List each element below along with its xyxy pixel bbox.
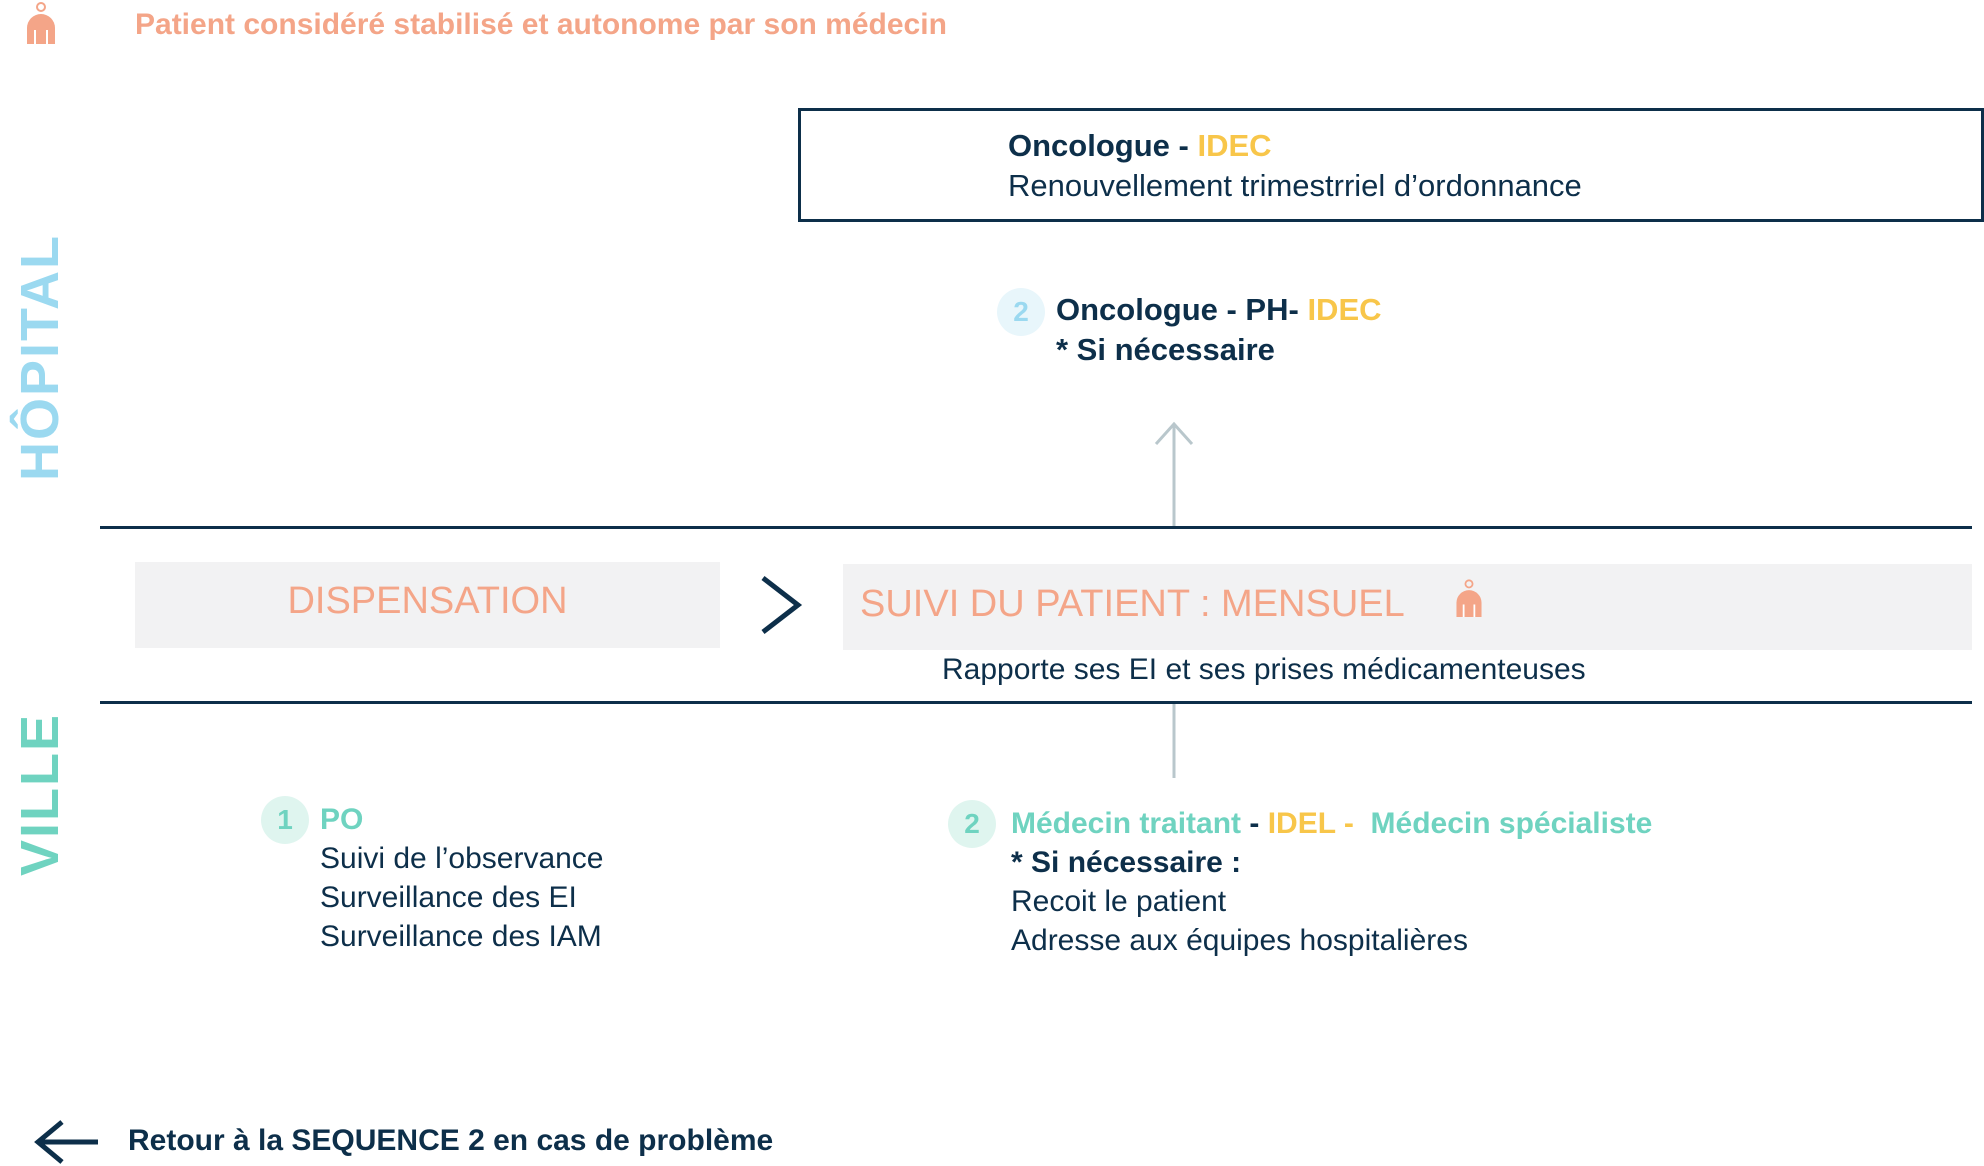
back-arrow-icon xyxy=(34,1120,98,1164)
ville-step1-line: Surveillance des EI xyxy=(320,881,577,914)
step-badge-ville-2: 2 xyxy=(948,800,996,848)
divider-top xyxy=(100,526,1972,529)
patient-icon xyxy=(27,2,55,44)
role-medecin-specialiste: Médecin spécialiste xyxy=(1370,807,1653,840)
role-po: PO xyxy=(320,803,364,836)
role-separator: - xyxy=(1169,128,1198,163)
ville-step2-line: Recoit le patient xyxy=(1011,885,1227,918)
ville-step2-line: Adresse aux équipes hospitalières xyxy=(1011,924,1468,957)
role-idel: IDEL xyxy=(1267,807,1336,840)
ville-step1-block: PO Suivi de l’observance Surveillance de… xyxy=(320,800,604,956)
hopital-step2-note: * Si nécessaire xyxy=(1056,332,1275,367)
role-oncologue: Oncologue xyxy=(1008,128,1170,163)
divider-bottom xyxy=(100,701,1972,704)
step-badge-ville-1: 1 xyxy=(261,796,309,844)
suivi-band xyxy=(843,564,1972,650)
role-separator: - xyxy=(1241,807,1268,840)
rapport-text: Rapporte ses EI et ses prises médicament… xyxy=(942,653,1586,686)
ville-step2-roles: Médecin traitant - IDEL - Médecin spécia… xyxy=(1011,804,1652,843)
oncologist-box-description: Renouvellement trimestrriel d’ordonnance xyxy=(1008,168,1582,203)
oncologist-renewal-box xyxy=(798,108,1984,222)
role-medecin-traitant: Médecin traitant xyxy=(1011,807,1242,840)
role-separator: - xyxy=(1335,807,1371,840)
back-to-sequence-link[interactable]: Retour à la SEQUENCE 2 en cas de problèm… xyxy=(128,1124,774,1157)
stabilized-patient-note: Patient considéré stabilisé et autonome … xyxy=(135,8,947,41)
step-badge-hopital-2: 2 xyxy=(997,288,1045,336)
role-oncologue-ph: Oncologue - PH- xyxy=(1056,292,1308,327)
oncologist-box-roles: Oncologue - IDEC xyxy=(1008,128,1272,164)
ville-step2-note: * Si nécessaire : xyxy=(1011,846,1242,879)
ville-step2-block: Médecin traitant - IDEL - Médecin spécia… xyxy=(1011,804,1652,960)
ville-step1-line: Suivi de l’observance xyxy=(320,842,604,875)
hopital-step2-roles: Oncologue - PH- IDEC xyxy=(1056,292,1382,328)
suivi-label: SUIVI DU PATIENT : MENSUEL xyxy=(860,583,1405,625)
up-arrow-icon xyxy=(1154,421,1194,526)
chevron-right-icon xyxy=(761,576,803,634)
role-idec: IDEC xyxy=(1197,128,1272,163)
dispensation-band xyxy=(135,562,720,648)
ville-step1-line: Surveillance des IAM xyxy=(320,920,602,953)
role-idec: IDEC xyxy=(1307,292,1382,327)
dispensation-label: DISPENSATION xyxy=(287,580,568,622)
patient-icon xyxy=(1456,579,1482,617)
